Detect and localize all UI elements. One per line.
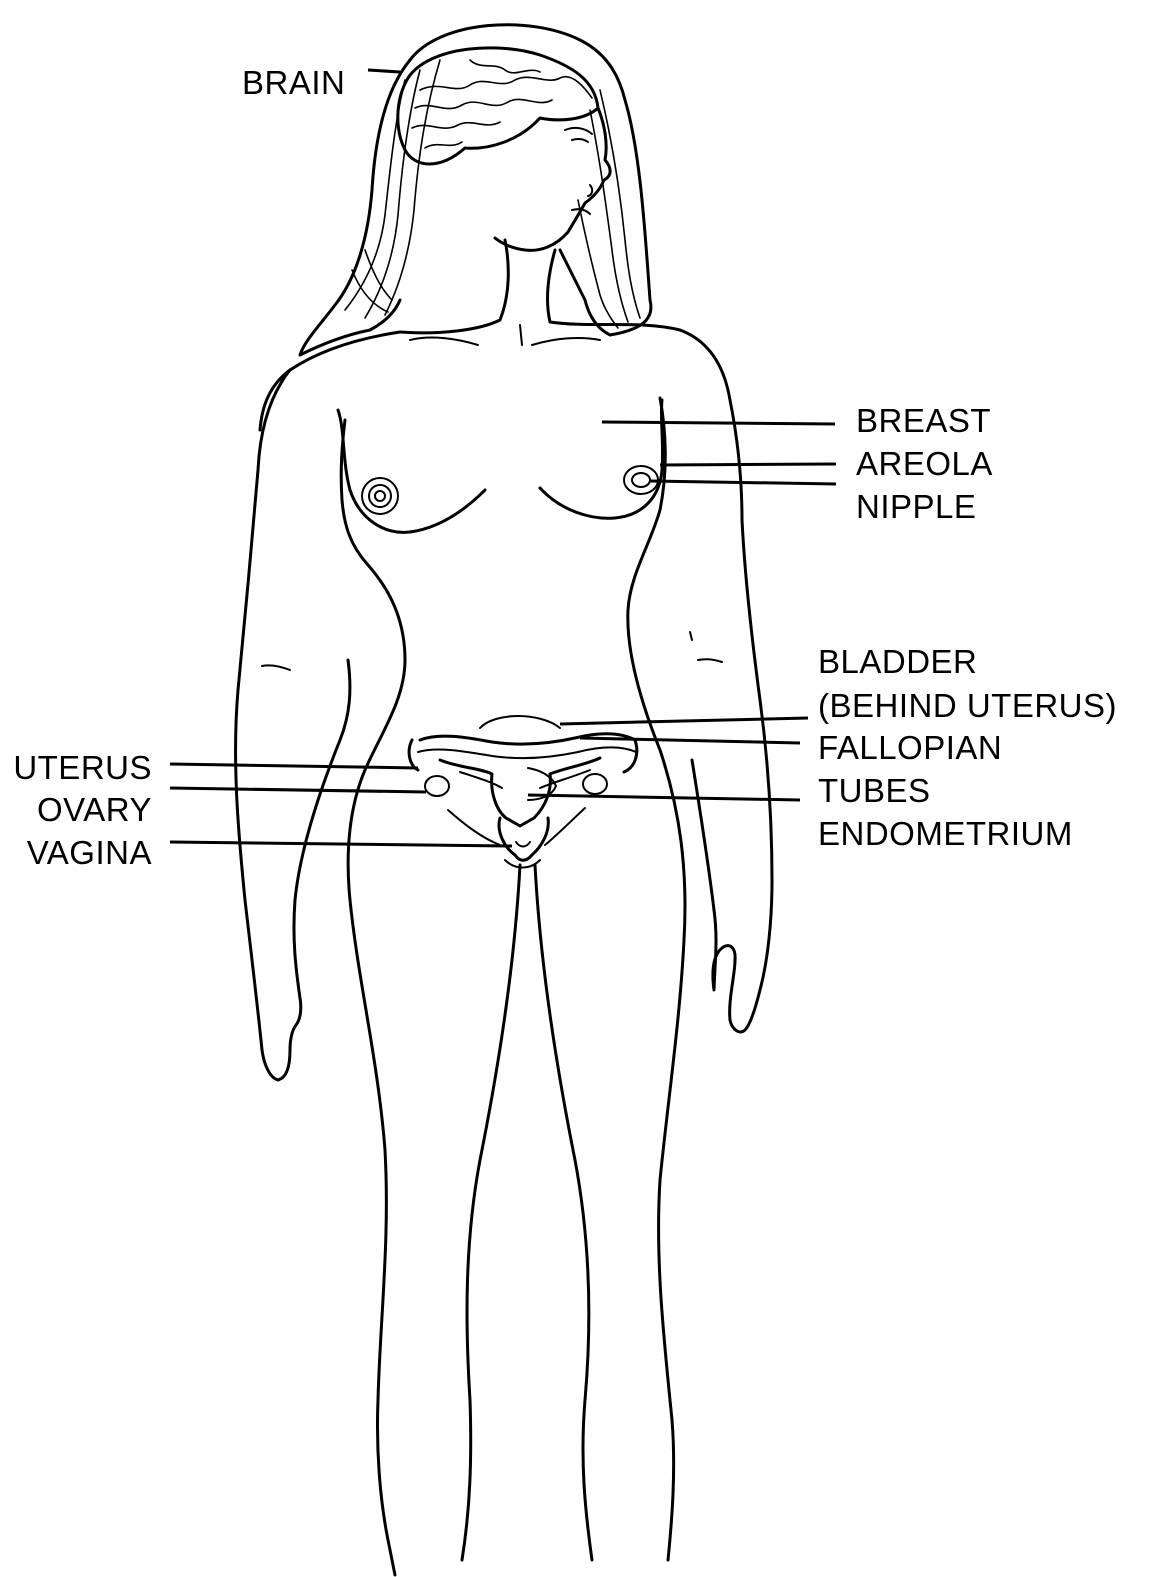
brain-drawing [398,48,598,164]
fallopian-leader [580,738,800,743]
fallopian-label: FALLOPIAN [818,729,1002,766]
areola-leader [660,464,836,465]
ovary-label: OVARY [37,791,152,828]
arms-drawing [236,370,772,1080]
ovary-leader [170,788,426,792]
uterus-label: UTERUS [13,749,152,786]
brain-label: BRAIN [242,64,345,101]
nipple-leader [650,481,836,484]
bladder-note-label: (BEHIND UTERUS) [818,687,1117,724]
labels: BRAIN BREAST AREOLA NIPPLE BLADDER (BEHI… [13,64,1117,871]
leader-lines [170,70,836,846]
tubes-leader [528,795,800,800]
tubes-label: TUBES [818,772,931,809]
nipple-label: NIPPLE [856,488,976,525]
bladder-leader [560,718,808,724]
face-drawing [495,108,610,250]
brain-leader [368,70,400,72]
torso-drawing [341,398,685,1575]
uterus-leader [170,764,418,768]
breast-leader [602,422,835,424]
endometrium-label: ENDOMETRIUM [818,815,1073,852]
areola-label: AREOLA [856,445,993,482]
bladder-label: BLADDER [818,643,977,680]
breasts-drawing [338,400,663,532]
vagina-label: VAGINA [27,834,152,871]
breast-label: BREAST [856,402,991,439]
vagina-leader [170,842,512,846]
